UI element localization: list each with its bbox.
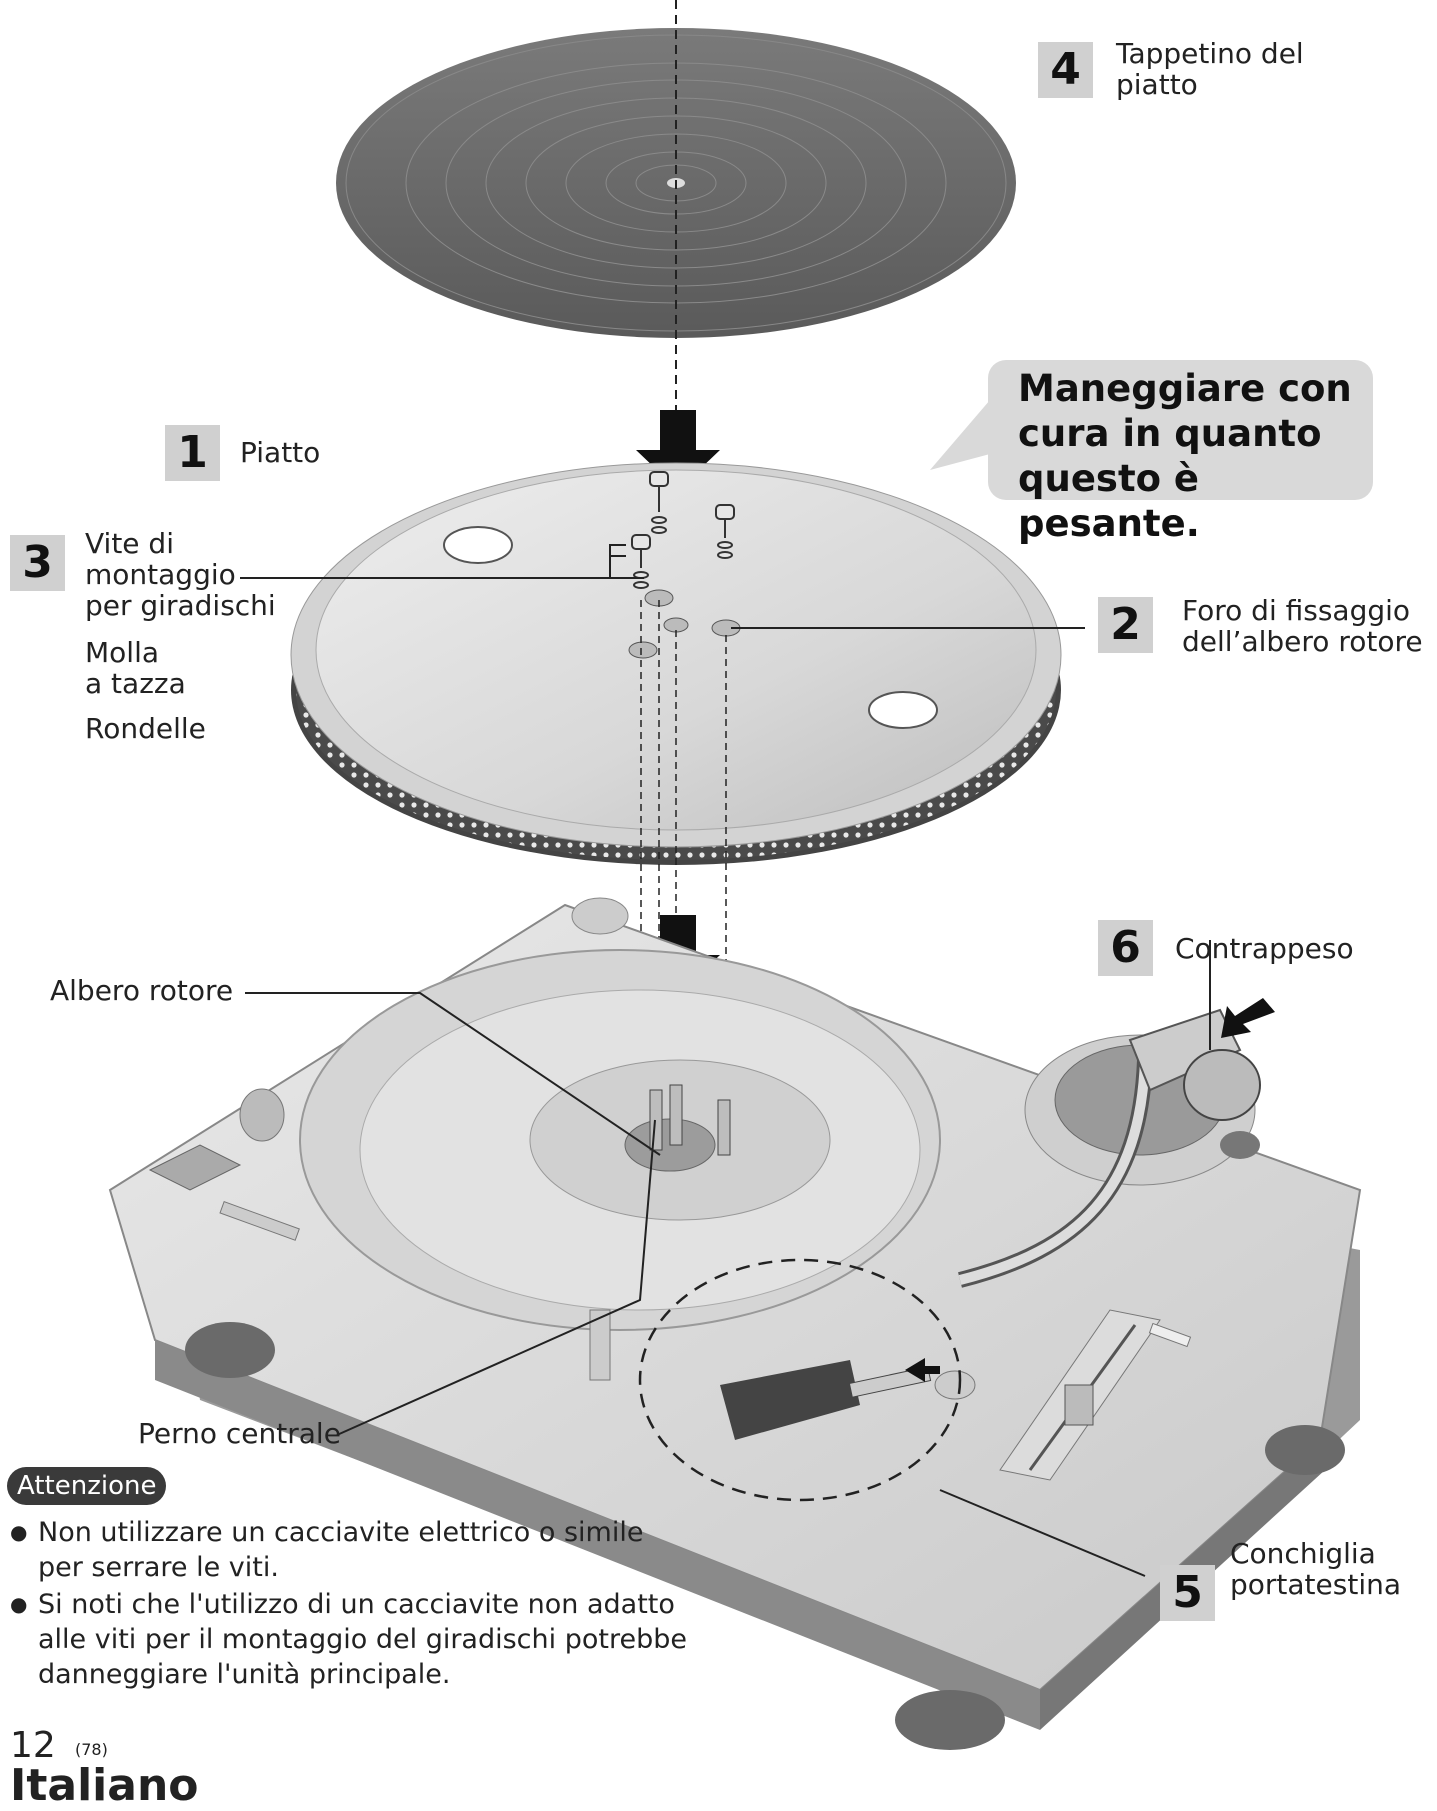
label-screws: Vite di montaggio per giradischi <box>85 528 276 621</box>
label-screws-line1: Vite di <box>85 527 174 560</box>
label-washers: Rondelle <box>85 712 206 745</box>
label-spring: Molla a tazza <box>85 637 186 699</box>
caution-item: Si noti che l'utilizzo di un cacciavite … <box>10 1587 690 1692</box>
label-mat: Tappetino del piatto <box>1116 38 1304 101</box>
label-mat-line2: piatto <box>1116 68 1198 102</box>
badge-6: 6 <box>1098 920 1153 976</box>
label-pin: Perno centrale <box>138 1417 341 1450</box>
label-headshell-line2: portatestina <box>1230 1568 1402 1601</box>
label-headshell: Conchiglia portatestina <box>1230 1538 1401 1600</box>
label-counterweight: Contrappeso <box>1175 932 1354 965</box>
label-platter: Piatto <box>240 436 321 469</box>
mounting-screws <box>631 471 735 589</box>
label-spring-line1: Molla <box>85 636 160 669</box>
badge-2: 2 <box>1098 597 1153 653</box>
badge-4: 4 <box>1038 42 1093 98</box>
callout-line1: Maneggiare con <box>1018 367 1352 410</box>
label-spring-line2: a tazza <box>85 667 186 700</box>
page-number: 12 <box>10 1725 56 1766</box>
badge-1: 1 <box>165 425 220 481</box>
turntable-base <box>108 897 1362 1750</box>
label-hole-line1: Foro di fissaggio <box>1182 594 1411 627</box>
label-hole-line2: dell’albero rotore <box>1182 625 1423 658</box>
leader-lines <box>240 544 1211 1577</box>
label-screws-line2: montaggio <box>85 558 236 591</box>
caution-title: Attenzione <box>7 1467 167 1505</box>
page-subnumber: (78) <box>75 1740 108 1759</box>
badge-3: 3 <box>10 535 65 591</box>
caution-item: Non utilizzare un cacciavite elettrico o… <box>10 1515 690 1585</box>
label-rotor: Albero rotore <box>50 974 234 1007</box>
badge-5: 5 <box>1160 1565 1215 1621</box>
label-hole: Foro di fissaggio dell’albero rotore <box>1182 595 1423 657</box>
callout-line2: cura in quanto <box>1018 412 1322 455</box>
label-headshell-line1: Conchiglia <box>1230 1537 1376 1570</box>
callout-tail <box>930 400 1005 470</box>
label-mat-line1: Tappetino del <box>1116 37 1304 70</box>
weight-callout: Maneggiare con cura in quanto questo è p… <box>988 360 1373 545</box>
label-screws-line3: per giradischi <box>85 589 276 622</box>
callout-line3: questo è pesante. <box>1018 457 1200 545</box>
caution-list: Non utilizzare un cacciavite elettrico o… <box>10 1515 690 1694</box>
platter-mat <box>336 28 1016 440</box>
language-label: Italiano <box>10 1760 199 1811</box>
